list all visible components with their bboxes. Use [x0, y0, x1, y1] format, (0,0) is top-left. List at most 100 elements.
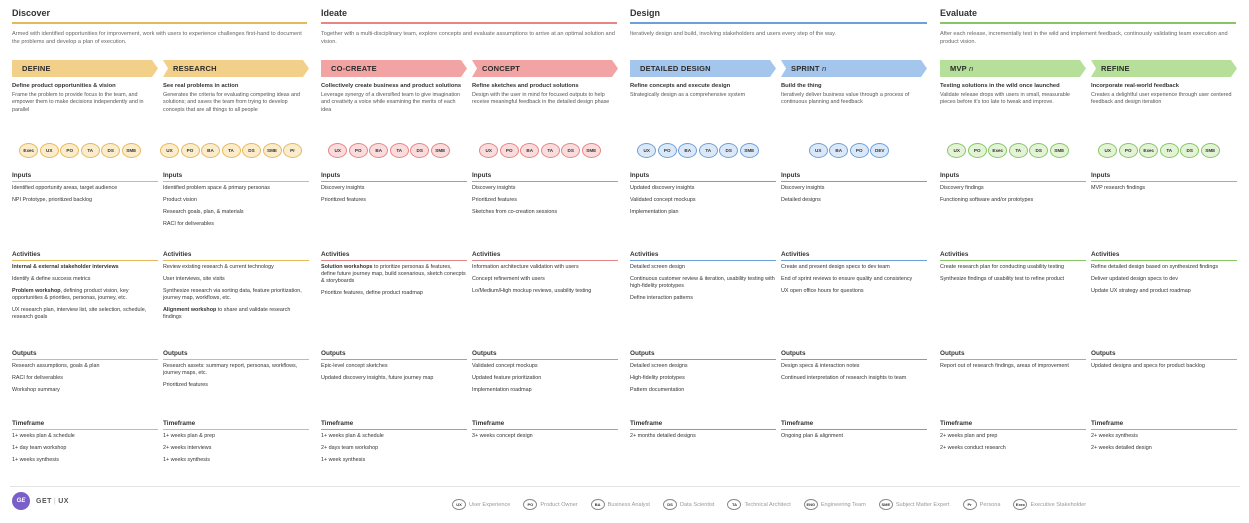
section-divider	[781, 181, 927, 182]
step-heading: Define product opportunities & vision	[12, 83, 116, 89]
step-banner: SPRINT n	[781, 60, 927, 77]
role-badge: DEV	[870, 143, 890, 158]
list-item: 1+ week synthesis	[321, 457, 366, 463]
list-item: Prioritized features	[472, 197, 517, 203]
list-item: 2+ months detailed designs	[630, 433, 696, 439]
item-text: Synthesize findings of usability test to…	[940, 276, 1065, 282]
list-item: Research assumptions, goals & plan	[12, 363, 100, 369]
section-title: Activities	[12, 251, 41, 258]
role-badge: TA	[540, 143, 560, 158]
list-item: Identified opportunity areas, target aud…	[12, 185, 118, 191]
section-title: Outputs	[1091, 350, 1116, 357]
section-title: Activities	[163, 251, 192, 258]
phase-divider	[12, 22, 307, 24]
section-title: Inputs	[163, 172, 183, 179]
item-text: User interviews, site visits	[163, 276, 225, 282]
item-text: Create research plan for conducting usab…	[940, 264, 1065, 270]
step-label: MVP n	[950, 64, 973, 73]
section-title: Timeframe	[1091, 420, 1124, 427]
step-label-text: MVP	[950, 64, 967, 73]
section-divider	[472, 181, 618, 182]
item-text: , defining product vision, key opportuni…	[12, 288, 129, 301]
item-text: UX research plan, interview list, site s…	[12, 307, 147, 320]
list-item: 2+ weeks interviews	[163, 445, 212, 451]
list-item: User interviews, site visits	[163, 276, 309, 283]
list-item: Validated concept mockups	[472, 363, 538, 369]
section-divider	[940, 260, 1086, 261]
role-badge: PO	[348, 143, 368, 158]
list-item: Validated concept mockups	[630, 197, 696, 203]
role-badge: PO	[967, 143, 987, 158]
role-badge: BA	[678, 143, 698, 158]
section-divider	[163, 260, 309, 261]
phase-description: After each release, incrementally test i…	[940, 31, 1228, 45]
role-badge: UX	[637, 143, 657, 158]
section-title: Outputs	[940, 350, 965, 357]
step-description: Design with the user in mind for focused…	[472, 92, 610, 106]
phase-title: Ideate	[321, 8, 348, 18]
list-item: Updated feature prioritization	[472, 375, 542, 381]
section-divider	[1091, 260, 1237, 261]
phase-description: Armed with identified opportunities for …	[12, 31, 302, 45]
role-badge: DS	[101, 143, 121, 158]
list-item: Concept refinement with users	[472, 276, 618, 283]
list-item: Problem workshop, defining product visio…	[12, 288, 158, 302]
section-title: Timeframe	[321, 420, 354, 427]
list-item: Update UX strategy and product roadmap	[1091, 288, 1237, 295]
section-title: Timeframe	[630, 420, 663, 427]
step-heading: Refine concepts and execute design	[630, 83, 731, 89]
step-banner: REFINE	[1091, 60, 1237, 77]
step-banner: RESEARCH	[163, 60, 309, 77]
role-badge: PO	[60, 143, 80, 158]
list-item: Workshop summary	[12, 387, 60, 393]
step-label: SPRINT n	[791, 64, 826, 73]
item-emphasis: Problem workshop	[12, 288, 61, 294]
section-divider	[472, 359, 618, 360]
step-description: Strategically design as a comprehensive …	[630, 92, 746, 98]
banner-chevron-shape	[12, 60, 158, 77]
ge-getux-logo: GE GET|UX	[12, 492, 69, 510]
section-title: Timeframe	[940, 420, 973, 427]
section-divider	[1091, 359, 1237, 360]
phase-title: Discover	[12, 8, 51, 18]
list-item: Information architecture validation with…	[472, 264, 618, 271]
section-divider	[163, 181, 309, 182]
section-title: Activities	[630, 251, 659, 258]
list-item: 1+ weeks plan & schedule	[12, 433, 75, 439]
step-description: Leverage synergy of a diversified team t…	[321, 92, 461, 113]
list-item: Updated discovery insights, future journ…	[321, 375, 434, 381]
step-heading: Incorporate real-world feedback	[1091, 83, 1179, 89]
step-label-text: CONCEPT	[482, 64, 521, 73]
step-label-text: DEFINE	[22, 64, 51, 73]
list-item: Ongoing plan & alignment	[781, 433, 844, 439]
list-item: Design specs & interaction notes	[781, 363, 860, 369]
legend-role-badge: Exec	[1013, 499, 1028, 510]
section-divider	[1091, 429, 1237, 430]
banner-chevron-shape	[940, 60, 1086, 77]
item-text: to share and validate research findings	[163, 307, 291, 320]
phase-divider	[630, 22, 927, 24]
section-title: Activities	[1091, 251, 1120, 258]
section-divider	[163, 429, 309, 430]
role-badge: SME	[121, 143, 141, 158]
section-title: Timeframe	[12, 420, 45, 427]
item-text: End of sprint reviews to ensure quality …	[781, 276, 913, 282]
section-divider	[163, 359, 309, 360]
list-item: Product vision	[163, 197, 197, 203]
role-badge: Pr	[283, 143, 302, 158]
phase-description: Together with a multi-disciplinary team,…	[321, 31, 615, 45]
role-badge: DS	[410, 143, 430, 158]
role-badge: UX	[1098, 143, 1118, 158]
